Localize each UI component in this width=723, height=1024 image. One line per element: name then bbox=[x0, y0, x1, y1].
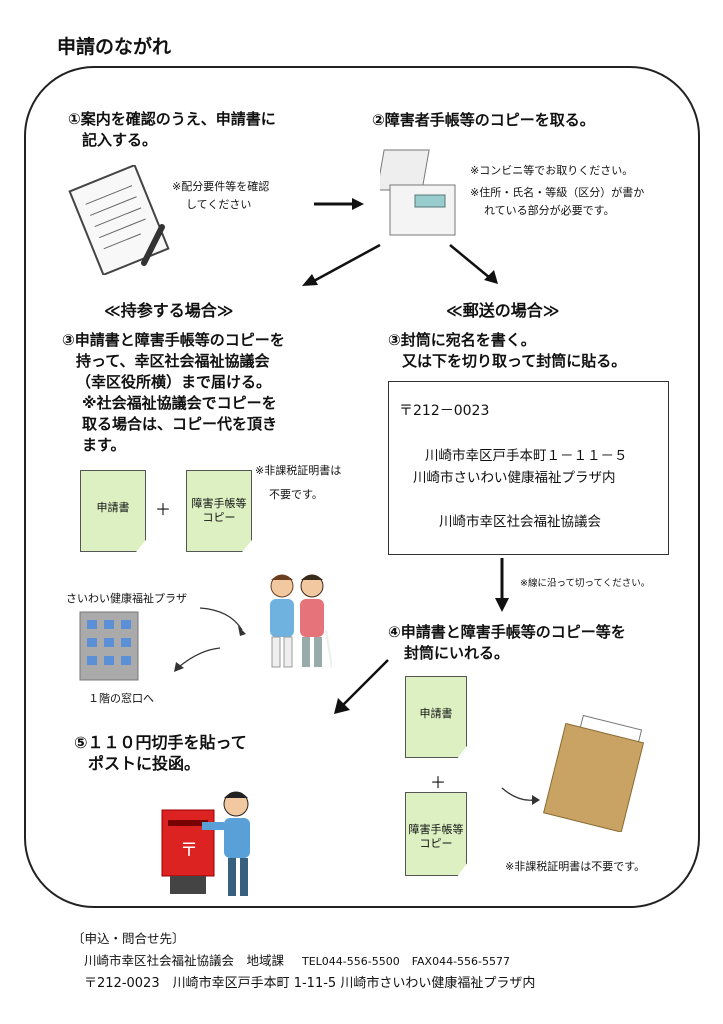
step1-text: ①案内を確認のうえ、申請書に 記入する。 bbox=[68, 109, 276, 151]
step1-note: ※配分要件等を確認 してください bbox=[172, 178, 269, 214]
floor-label: １階の窓口へ bbox=[88, 692, 154, 705]
step3-right-line2: 又は下を切り取って封筒に貼る。 bbox=[402, 352, 627, 370]
arrow-down-icon bbox=[495, 558, 509, 612]
step5-line2: ポストに投函。 bbox=[88, 754, 201, 773]
step1-line2: 記入する。 bbox=[82, 131, 158, 149]
step5-text: ⑤１１０円切手を貼って ポストに投函。 bbox=[74, 732, 247, 774]
doc-label: コピー bbox=[419, 837, 453, 850]
copy-doc-right: 障害手帳等 コピー bbox=[405, 792, 467, 876]
section-mail: ≪郵送の場合≫ bbox=[446, 301, 560, 320]
contact-fax: FAX044-556-5577 bbox=[411, 955, 511, 968]
curved-arrow-icon bbox=[501, 787, 540, 805]
mailbox-icon: 〒 bbox=[161, 791, 250, 896]
step5-line1: ⑤１１０円切手を貼って bbox=[74, 733, 247, 752]
people-icon bbox=[270, 574, 332, 669]
contact-address: 〒212-0023 川崎市幸区戸手本町 1-11-5 川崎市さいわい健康福祉プラ… bbox=[84, 976, 536, 991]
step1-line1: ①案内を確認のうえ、申請書に bbox=[68, 110, 276, 128]
step1-note-line1: ※配分要件等を確認 bbox=[172, 180, 270, 193]
envelope-icon bbox=[543, 714, 645, 832]
cut-note: ※線に沿って切ってください。 bbox=[520, 578, 651, 589]
address-zip: 〒212－0023 bbox=[399, 403, 490, 419]
branch-arrows-icon bbox=[302, 243, 498, 286]
application-doc-right: 申請書 bbox=[405, 676, 467, 758]
step2-note-line2: ※住所・氏名・等級（区分）が書か bbox=[470, 186, 645, 199]
contact-tel: TEL044-556-5500 bbox=[302, 955, 400, 968]
building-icon bbox=[79, 611, 139, 681]
step3-left-line4: ※社会福祉協議会でコピーを bbox=[82, 394, 277, 412]
application-doc-left: 申請書 bbox=[80, 470, 146, 552]
doc-label: コピー bbox=[202, 511, 236, 524]
doc-label: 障害手帳等 bbox=[191, 497, 247, 510]
step4-line2: 封筒にいれる。 bbox=[404, 644, 510, 662]
step2-note-line1: ※コンビニ等でお取りください。 bbox=[470, 164, 634, 177]
plus-sign: ＋ bbox=[155, 500, 172, 519]
step4-text: ④申請書と障害手帳等のコピー等を 封筒にいれる。 bbox=[388, 622, 626, 664]
tax-note-line2: 不要です。 bbox=[269, 488, 323, 501]
copier-icon bbox=[380, 149, 456, 236]
contact-org-line: 川崎市幸区社会福祉協議会 地域課 TEL044-556-5500 FAX044-… bbox=[84, 950, 510, 969]
tax-note-left: ※非課税証明書は 不要です。 bbox=[255, 462, 341, 504]
step3-left-line5: 取る場合は、コピー代を頂き bbox=[82, 415, 278, 433]
section-bring: ≪持参する場合≫ bbox=[104, 301, 234, 320]
address-line1: 川崎市幸区戸手本町１－１１－５ bbox=[425, 448, 628, 464]
address-line2: 川崎市さいわい健康福祉プラザ内 bbox=[413, 470, 616, 486]
step1-note-line2: してください bbox=[186, 198, 252, 211]
step3-left-line3: （幸区役所横）まで届ける。 bbox=[76, 373, 272, 391]
step3-right-text: ③封筒に宛名を書く。 又は下を切り取って封筒に貼る。 bbox=[388, 330, 626, 372]
application-form-icon bbox=[68, 165, 170, 275]
page-title: 申請のながれ bbox=[57, 36, 172, 58]
doc-label: 申請書 bbox=[96, 501, 130, 514]
doc-label: 障害手帳等 bbox=[408, 823, 464, 836]
arrow-down-left-icon bbox=[334, 659, 389, 714]
contact-header: 〔申込・問合せ先〕 bbox=[72, 931, 185, 946]
step2-note-line3: れている部分が必要です。 bbox=[484, 204, 615, 217]
plus-sign: ＋ bbox=[430, 773, 447, 792]
tax-note-line1: ※非課税証明書は bbox=[255, 464, 342, 477]
step3-right-line1: ③封筒に宛名を書く。 bbox=[388, 331, 536, 349]
step3-left-text: ③申請書と障害手帳等のコピーを 持って、幸区社会福祉協議会 （幸区役所横）まで届… bbox=[62, 330, 285, 456]
svg-text:〒: 〒 bbox=[180, 840, 198, 861]
doc-label: 申請書 bbox=[419, 707, 453, 720]
step2-text: ②障害者手帳等のコピーを取る。 bbox=[372, 111, 595, 129]
step4-line1: ④申請書と障害手帳等のコピー等を bbox=[388, 623, 626, 641]
arrow-right-icon bbox=[314, 198, 364, 210]
address-org: 川崎市幸区社会福祉協議会 bbox=[439, 514, 601, 530]
step3-left-line1: ③申請書と障害手帳等のコピーを bbox=[62, 331, 285, 349]
contact-org: 川崎市幸区社会福祉協議会 地域課 bbox=[84, 953, 285, 968]
flow-frame bbox=[24, 66, 700, 908]
address-label-box: 〒212－0023 川崎市幸区戸手本町１－１１－５ 川崎市さいわい健康福祉プラザ… bbox=[388, 381, 669, 555]
copy-doc-left: 障害手帳等 コピー bbox=[186, 470, 252, 552]
plaza-label: さいわい健康福祉プラザ bbox=[66, 592, 187, 605]
step2-note: ※コンビニ等でお取りください。 ※住所・氏名・等級（区分）が書か れている部分が… bbox=[470, 162, 644, 220]
curved-arrows-icon bbox=[174, 607, 246, 672]
tax-note-right: ※非課税証明書は不要です。 bbox=[505, 860, 646, 873]
step3-left-line2: 持って、幸区社会福祉協議会 bbox=[76, 352, 270, 370]
step3-left-line6: ます。 bbox=[82, 436, 126, 454]
